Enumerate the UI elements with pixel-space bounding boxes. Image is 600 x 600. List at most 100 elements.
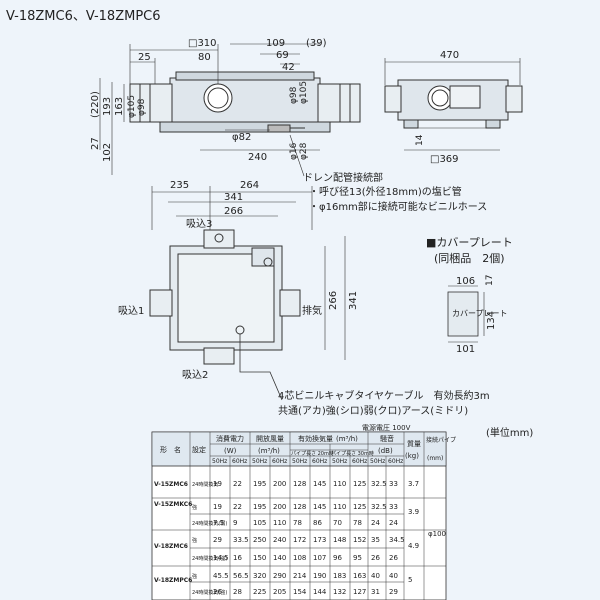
- table-value-cell: 214: [293, 572, 307, 580]
- table-value-cell: 190: [313, 572, 326, 580]
- dim-14: 14: [415, 134, 425, 146]
- table-value-cell: 195: [253, 480, 266, 488]
- plan-view: [149, 186, 346, 401]
- hz-header: 50Hz: [212, 458, 227, 465]
- table-value-cell: 195: [253, 503, 266, 511]
- table-value-cell: 144: [313, 588, 327, 596]
- dim-102: 102: [102, 143, 113, 162]
- cable-note: 4芯ビニルキャブタイヤケーブル 有効長約3m: [278, 389, 490, 402]
- page-title: V-18ZMC6、V-18ZMPC6: [6, 9, 161, 24]
- table-value-cell: 78: [353, 519, 362, 527]
- table-value-cell: 154: [293, 588, 307, 596]
- label-inlet-3: 吸込3: [186, 218, 212, 230]
- th-airflow: 開放風量: [256, 434, 284, 443]
- dim-r-phi98: φ98: [289, 86, 299, 104]
- cover-subtitle: (同梱品 2個): [434, 251, 505, 265]
- table-value-cell: 22: [233, 480, 242, 488]
- table-setting-cell: 24時間換気(弱): [192, 520, 227, 527]
- dim-l-phi105: φ105: [127, 95, 137, 118]
- table-value-cell: 107: [313, 554, 326, 562]
- dim-193: 193: [102, 97, 113, 116]
- th-noise: 騒音: [380, 434, 394, 443]
- dim-phi82: φ82: [232, 132, 251, 143]
- dim-310: □310: [188, 38, 217, 49]
- table-value-cell: 26: [213, 588, 222, 596]
- unit-note: (単位mm): [486, 426, 533, 439]
- front-view-dims: □310 109 (39) 25 80 69 42 φ105 φ98 (220)…: [90, 38, 327, 163]
- dim-109: 109: [266, 38, 285, 49]
- table-value-cell: 31: [371, 588, 380, 596]
- side-view-dims: 470 14 □369: [415, 50, 459, 165]
- spec-table: 電源電圧 100V: [151, 423, 456, 600]
- dim-25: 25: [138, 52, 151, 63]
- table-value-cell: 40: [371, 572, 380, 580]
- hz-header: 60Hz: [272, 458, 287, 465]
- table-setting-cell: 24時間換気: [192, 481, 218, 488]
- dim-80: 80: [198, 52, 211, 63]
- table-value-cell: 145: [313, 503, 326, 511]
- cover-plate: ■カバープレート (同梱品 2個) 106 17 134 101 カバープレート: [426, 236, 513, 355]
- table-mass-cell: 3.9: [408, 508, 419, 516]
- dim-266: 266: [224, 206, 243, 217]
- table-value-cell: 225: [253, 588, 266, 596]
- table-model-cell: V-18ZMC6: [154, 543, 188, 550]
- table-setting-cell: 強: [192, 504, 197, 511]
- table-value-cell: 78: [293, 519, 302, 527]
- dim-470: 470: [440, 50, 459, 61]
- th-pipe: 接続パイプ: [426, 436, 456, 444]
- hz-header: 60Hz: [232, 458, 247, 465]
- table-value-cell: 22: [233, 503, 242, 511]
- table-value-cell: 205: [273, 588, 286, 596]
- drain-notes: ドレン配管接続部 ・呼び径13(外径18mm)の塩ビ管 ・φ16mm部に接続可能…: [289, 134, 487, 213]
- table-setting-cell: 強: [192, 537, 197, 544]
- pipe-value: φ100: [428, 530, 446, 538]
- table-mass-cell: 4.9: [408, 542, 419, 550]
- table-mass-cell: 5: [408, 576, 412, 584]
- table-value-cell: 183: [333, 572, 346, 580]
- table-value-cell: 14.5: [213, 554, 229, 562]
- table-value-cell: 96: [333, 554, 342, 562]
- table-setting-cell: 24時間換気(強): [192, 589, 227, 596]
- dim-42: 42: [282, 62, 295, 73]
- drain-title: ドレン配管接続部: [303, 171, 383, 184]
- front-view: [99, 43, 361, 175]
- table-value-cell: 320: [253, 572, 266, 580]
- table-value-cell: 128: [293, 480, 306, 488]
- table-value-cell: 33: [389, 503, 398, 511]
- table-value-cell: 26: [389, 554, 398, 562]
- table-value-cell: 200: [273, 503, 286, 511]
- dim-163: 163: [114, 97, 125, 116]
- th-model: 形 名: [160, 445, 181, 454]
- table-value-cell: 24: [371, 519, 380, 527]
- table-value-cell: 105: [253, 519, 266, 527]
- hz-header: 50Hz: [252, 458, 267, 465]
- table-value-cell: 145: [313, 480, 326, 488]
- dim-235: 235: [170, 180, 189, 191]
- hz-header: 50Hz: [370, 458, 385, 465]
- table-value-cell: 173: [313, 536, 326, 544]
- drain-note-2: ・φ16mm部に接続可能なビニルホース: [309, 200, 487, 213]
- table-value-cell: 28: [233, 588, 242, 596]
- table-value-cell: 128: [293, 503, 306, 511]
- table-value-cell: 240: [273, 536, 286, 544]
- hz-header: 60Hz: [312, 458, 327, 465]
- table-value-cell: 163: [353, 572, 366, 580]
- th-airflow-unit: (m³/h): [258, 447, 280, 455]
- dim-369: □369: [430, 154, 459, 165]
- th-mass-unit: (kg): [405, 452, 419, 460]
- dim-69: 69: [276, 50, 289, 61]
- table-model-cell: V-18ZMPC6: [154, 577, 192, 584]
- dim-240: 240: [248, 152, 267, 163]
- table-value-cell: 140: [273, 554, 286, 562]
- dim-v-341: 341: [348, 291, 359, 310]
- table-value-cell: 125: [353, 503, 366, 511]
- label-inlet-1: 吸込1: [118, 305, 144, 317]
- th-mass: 質量: [407, 439, 421, 448]
- table-model-cell: V-15ZMC6: [154, 481, 188, 488]
- label-exhaust: 排気: [302, 304, 322, 317]
- cover-title: ■カバープレート: [426, 236, 513, 249]
- table-setting-cell: 24時間換気(強): [192, 555, 227, 562]
- th-noise-unit: (dB): [378, 447, 393, 455]
